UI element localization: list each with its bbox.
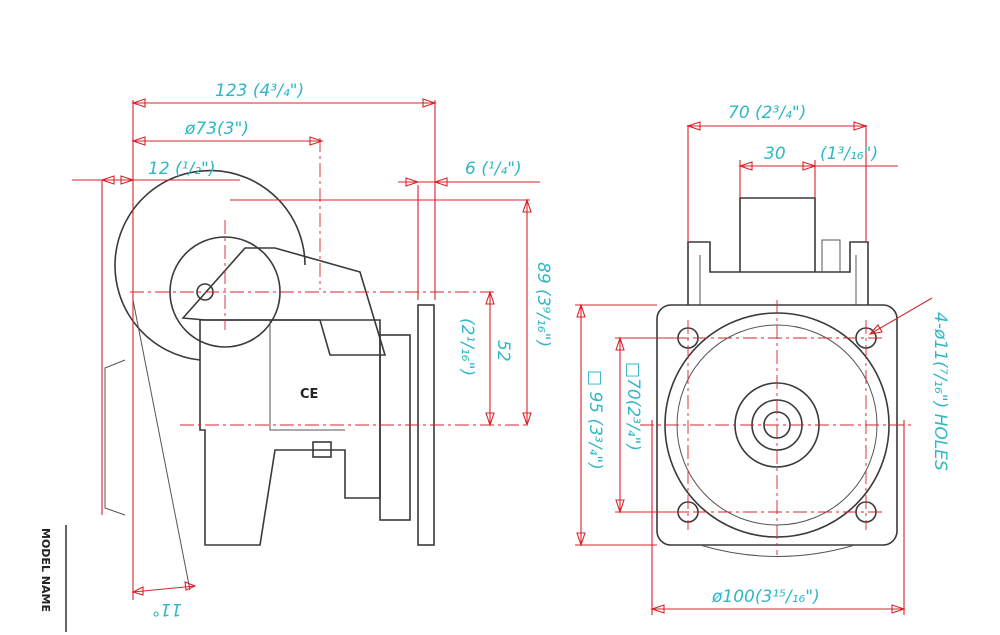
bracket-inner [699,255,857,305]
side-view-dimensions: 123 (4³/₄") ø73(3") 12 (¹/₂") 6 (¹/₄") 8… [72,81,553,619]
bottom-rim [699,544,856,557]
top-bracket [687,241,869,305]
ce-mark: CE [300,387,318,402]
swivel-angle-label: 11° [152,599,182,619]
overall-height-label: 89 (3⁹/₁₆") [533,262,553,347]
side-bracket [104,359,126,516]
axle-height-inch-label: (2¹/₁₆") [457,318,477,376]
side-view-part: CE [114,169,435,546]
hole-spacing-label: □70(2³/₄") [623,362,643,451]
wheel-outline [114,169,306,361]
side-view-centerlines [130,138,530,426]
width-label: 70 (2³/₄") [728,103,806,123]
boss [312,441,332,458]
plate-size-label: □ 95 (3³/₄") [585,370,605,470]
model-name-block: MODEL NAME [39,525,67,632]
housing-rib [269,320,345,431]
fork-arm [181,247,387,356]
wheel-top-side [821,239,841,272]
front-view-centerlines [640,300,915,555]
holes-label: 4-ø11(⁷/₁₆") HOLES [930,312,950,471]
plate-thickness-label: 6 (¹/₄") [465,159,522,179]
overall-length-label: 123 (4³/₄") [215,81,304,101]
wheel-offset-label: 12 (¹/₂") [148,159,215,179]
base-diameter-label: ø100(3¹⁵/₁₆") [711,587,820,607]
wheel-width-label: 30 [764,144,786,164]
wheel-width-inch-label: (1³/₁₆") [820,144,878,164]
wheel-diameter-label: ø73(3") [184,119,249,139]
housing-body [199,319,381,546]
mount-collar [379,334,411,521]
wheel-top [739,197,816,272]
model-name-label: MODEL NAME [39,528,52,612]
front-view-dimensions: 70 (2³/₄") 30 (1³/₁₆") □ 95 (3³/₄") □70(… [575,103,950,615]
axle-height-label: 52 [493,340,513,362]
